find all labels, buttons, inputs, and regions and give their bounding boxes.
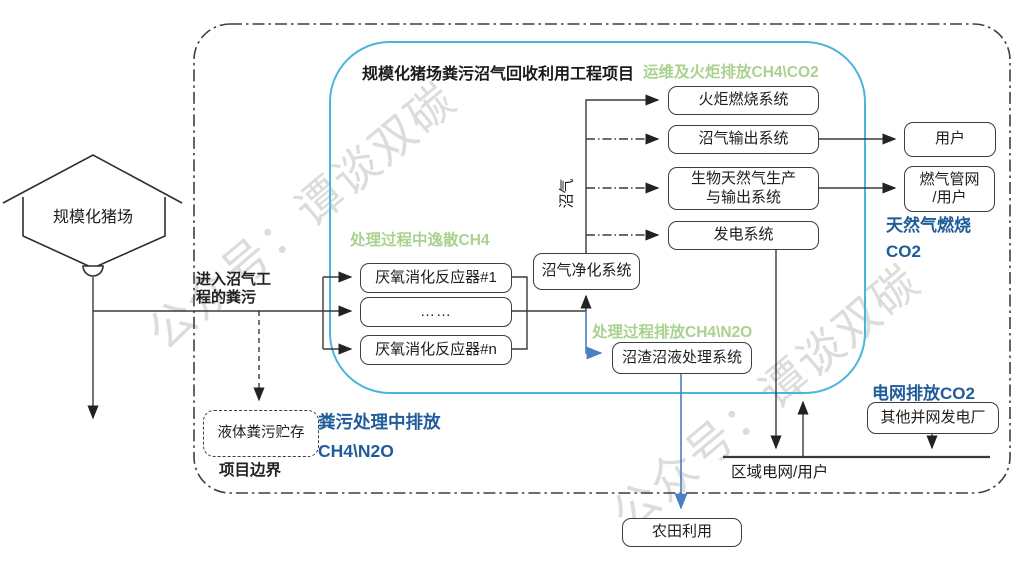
node-users: 用户: [904, 122, 996, 157]
label-line: CO2: [886, 242, 921, 261]
label-manure-inlet: 进入沼气工 程的粪污: [196, 271, 271, 307]
node-label: 厌氧消化反应器#1: [375, 268, 497, 286]
label-line: 天然气燃烧: [886, 216, 971, 235]
label-line: 进入沼气工: [196, 271, 272, 288]
label-grid-emission: 电网排放CO2: [872, 384, 975, 403]
node-label: 其他并网发电厂: [880, 408, 986, 426]
label-project-boundary: 项目边界: [219, 462, 282, 479]
node-biogas-purification: 沼气净化系统: [533, 253, 640, 290]
solid-connectors: [87, 94, 990, 459]
dashdot-connectors: [586, 133, 660, 241]
node-residue-slurry-treatment: 沼渣沼液处理系统: [612, 342, 752, 374]
label-pig-farm: 规模化猪场: [52, 209, 133, 226]
node-reactor-ellipsis: ……: [360, 297, 512, 327]
node-label: /用户: [932, 189, 967, 206]
label-regional-grid-users: 区域电网/用户: [731, 464, 829, 481]
node-bio-natural-gas: 生物天然气生产 与输出系统: [668, 167, 819, 210]
label-line: 粪污处理中排放: [318, 412, 441, 432]
label-line: 程的粪污: [196, 289, 257, 306]
node-other-grid-power-plants: 其他并网发电厂: [867, 402, 999, 434]
blue-connectors: [585, 311, 688, 510]
node-anaerobic-reactor-1: 厌氧消化反应器#1: [360, 263, 512, 293]
node-label: 沼气净化系统: [541, 262, 632, 280]
node-anaerobic-reactor-n: 厌氧消化反应器#n: [360, 335, 512, 365]
pig-farm-icon: [2, 154, 183, 277]
label-om-flare-emission: 运维及火炬排放CH4\CO2: [643, 64, 819, 81]
diagram-title: 规模化猪场粪污沼气回收利用工程项目: [362, 66, 635, 83]
label-fugitive-ch4: 处理过程中逸散CH4: [350, 232, 490, 249]
node-biogas-output: 沼气输出系统: [668, 125, 819, 154]
node-label: 用户: [934, 130, 965, 148]
node-label: 燃气管网: [919, 170, 980, 188]
node-label: 液体粪污贮存: [217, 424, 305, 441]
node-power-generation: 发电系统: [668, 221, 819, 250]
label-biogas-flow: 沼气: [558, 178, 576, 209]
node-label: 发电系统: [713, 226, 774, 244]
label-manure-treatment-emission: 粪污处理中排放 CH4\N2O: [318, 408, 441, 466]
node-label: 农田利用: [651, 523, 712, 541]
node-flare-combustion: 火炬燃烧系统: [668, 86, 819, 115]
project-boundary-outline: [193, 23, 1011, 494]
node-label: 沼渣沼液处理系统: [621, 348, 742, 366]
node-gas-pipeline-users: 燃气管网 /用户: [904, 166, 995, 212]
node-liquid-manure-storage: 液体粪污贮存: [203, 410, 319, 457]
label-natural-gas-combustion: 天然气燃烧 CO2: [886, 213, 971, 265]
label-process-emission: 处理过程排放CH4\N2O: [592, 324, 753, 341]
node-label: 沼气输出系统: [698, 130, 789, 148]
node-farmland-utilization: 农田利用: [622, 518, 742, 547]
node-label: ……: [420, 302, 452, 320]
node-label: 与输出系统: [705, 188, 781, 206]
node-label: 厌氧消化反应器#n: [375, 340, 497, 358]
biogas-project-outline: [329, 41, 866, 394]
label-line: CH4\N2O: [318, 441, 394, 461]
node-label: 火炬燃烧系统: [698, 91, 789, 109]
node-label: 生物天然气生产: [690, 170, 796, 188]
